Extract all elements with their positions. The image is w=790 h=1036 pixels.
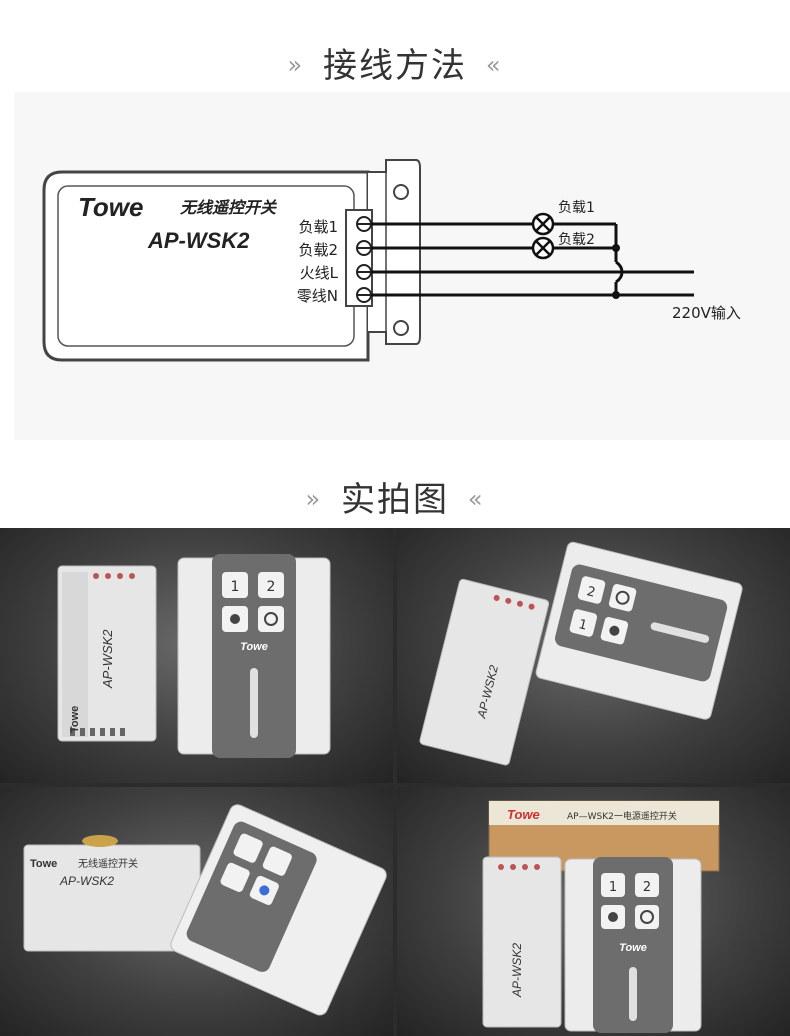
terminal-label-live: 火线L bbox=[300, 264, 339, 282]
box-product-label: AP—WSK2一电源遥控开关 bbox=[567, 810, 677, 822]
wiring-title-text: 接线方法 bbox=[323, 46, 467, 86]
device-body bbox=[42, 170, 370, 362]
lamp-icon bbox=[531, 212, 555, 236]
terminal-label-load1: 负载1 bbox=[298, 218, 338, 236]
load-label-1: 负载1 bbox=[558, 200, 595, 216]
remote-brand-label: Towe bbox=[240, 641, 268, 653]
receiver-brand-label: Towe bbox=[69, 706, 81, 733]
input-label: 220V输入 bbox=[672, 304, 741, 322]
lamp-icon bbox=[531, 236, 555, 260]
receiver-unit: AP-WSK2 Towe bbox=[57, 565, 157, 742]
diagram-product-name: 无线遥控开关 bbox=[179, 198, 278, 217]
remote-control: 1 2 Towe bbox=[177, 554, 331, 758]
remote-off-icon bbox=[264, 612, 278, 626]
diagram-brand-logo: Towe bbox=[78, 192, 143, 222]
mount-hole-bottom-icon bbox=[393, 320, 409, 336]
chevron-right-icon: » bbox=[287, 51, 305, 79]
receiver-title-label: 无线遥控开关 bbox=[78, 857, 138, 870]
photo-grid: AP-WSK2 Towe 1 2 Towe bbox=[0, 528, 790, 1036]
remote-brand-label: Towe bbox=[619, 942, 647, 954]
remote-button-2-label: 2 bbox=[643, 880, 651, 895]
load-label-2: 负载2 bbox=[558, 232, 595, 248]
remote-control: 1 2 Towe bbox=[564, 857, 702, 1033]
terminal-label-load2: 负载2 bbox=[298, 241, 338, 259]
remote-control: 2 1 bbox=[535, 541, 743, 720]
receiver-model-label: AP-WSK2 bbox=[100, 629, 115, 689]
box-brand-label: Towe bbox=[507, 807, 540, 822]
remote-button-1-label: 1 bbox=[231, 579, 240, 595]
product-photo-4: Towe AP—WSK2一电源遥控开关 AP-WSK2 1 2 T bbox=[397, 787, 790, 1036]
wiring-diagram: Towe 无线遥控开关 AP-WSK2 负载1 负载2 火线L 零线N 负载1 … bbox=[42, 159, 741, 362]
receiver-model-label: AP-WSK2 bbox=[510, 943, 524, 998]
junction-dot bbox=[612, 291, 620, 299]
remote-on-icon bbox=[230, 614, 240, 624]
diagram-model: AP-WSK2 bbox=[147, 228, 250, 253]
remote-off-icon bbox=[615, 590, 630, 605]
receiver-model-label: AP-WSK2 bbox=[59, 874, 114, 888]
terminal-label-neutral: 零线N bbox=[297, 287, 338, 305]
wiring-section-title: » 接线方法 « bbox=[0, 38, 790, 87]
photos-title-text: 实拍图 bbox=[341, 480, 449, 520]
receiver-unit: AP-WSK2 bbox=[482, 856, 562, 1028]
product-photo-3: Towe 无线遥控开关 AP-WSK2 bbox=[0, 787, 393, 1036]
terminal-block bbox=[368, 159, 421, 345]
receiver-brand-label: Towe bbox=[30, 858, 57, 870]
remote-on-icon bbox=[608, 912, 618, 922]
receiver-unit: Towe 无线遥控开关 AP-WSK2 bbox=[23, 835, 201, 952]
junction-dot bbox=[612, 244, 620, 252]
chevron-right-icon: » bbox=[305, 485, 323, 513]
remote-button-2-label: 2 bbox=[585, 584, 597, 601]
product-photo-2: AP-WSK2 2 1 bbox=[397, 528, 790, 783]
remote-button-2-label: 2 bbox=[267, 579, 276, 595]
remote-button-1-label: 1 bbox=[577, 617, 589, 634]
remote-on-icon bbox=[259, 885, 270, 896]
chevron-left-icon: « bbox=[485, 51, 503, 79]
chevron-left-icon: « bbox=[467, 485, 485, 513]
photos-section-title: » 实拍图 « bbox=[0, 472, 790, 521]
mount-hole-top-icon bbox=[393, 184, 409, 200]
remote-button-1-label: 1 bbox=[609, 880, 617, 895]
remote-off-icon bbox=[640, 910, 654, 924]
product-photo-1: AP-WSK2 Towe 1 2 Towe bbox=[0, 528, 393, 783]
wires bbox=[371, 222, 694, 297]
receiver-unit: AP-WSK2 bbox=[419, 578, 550, 766]
remote-on-icon bbox=[609, 625, 620, 636]
terminal-screw-icons bbox=[356, 216, 372, 303]
remote-control bbox=[170, 804, 387, 1016]
